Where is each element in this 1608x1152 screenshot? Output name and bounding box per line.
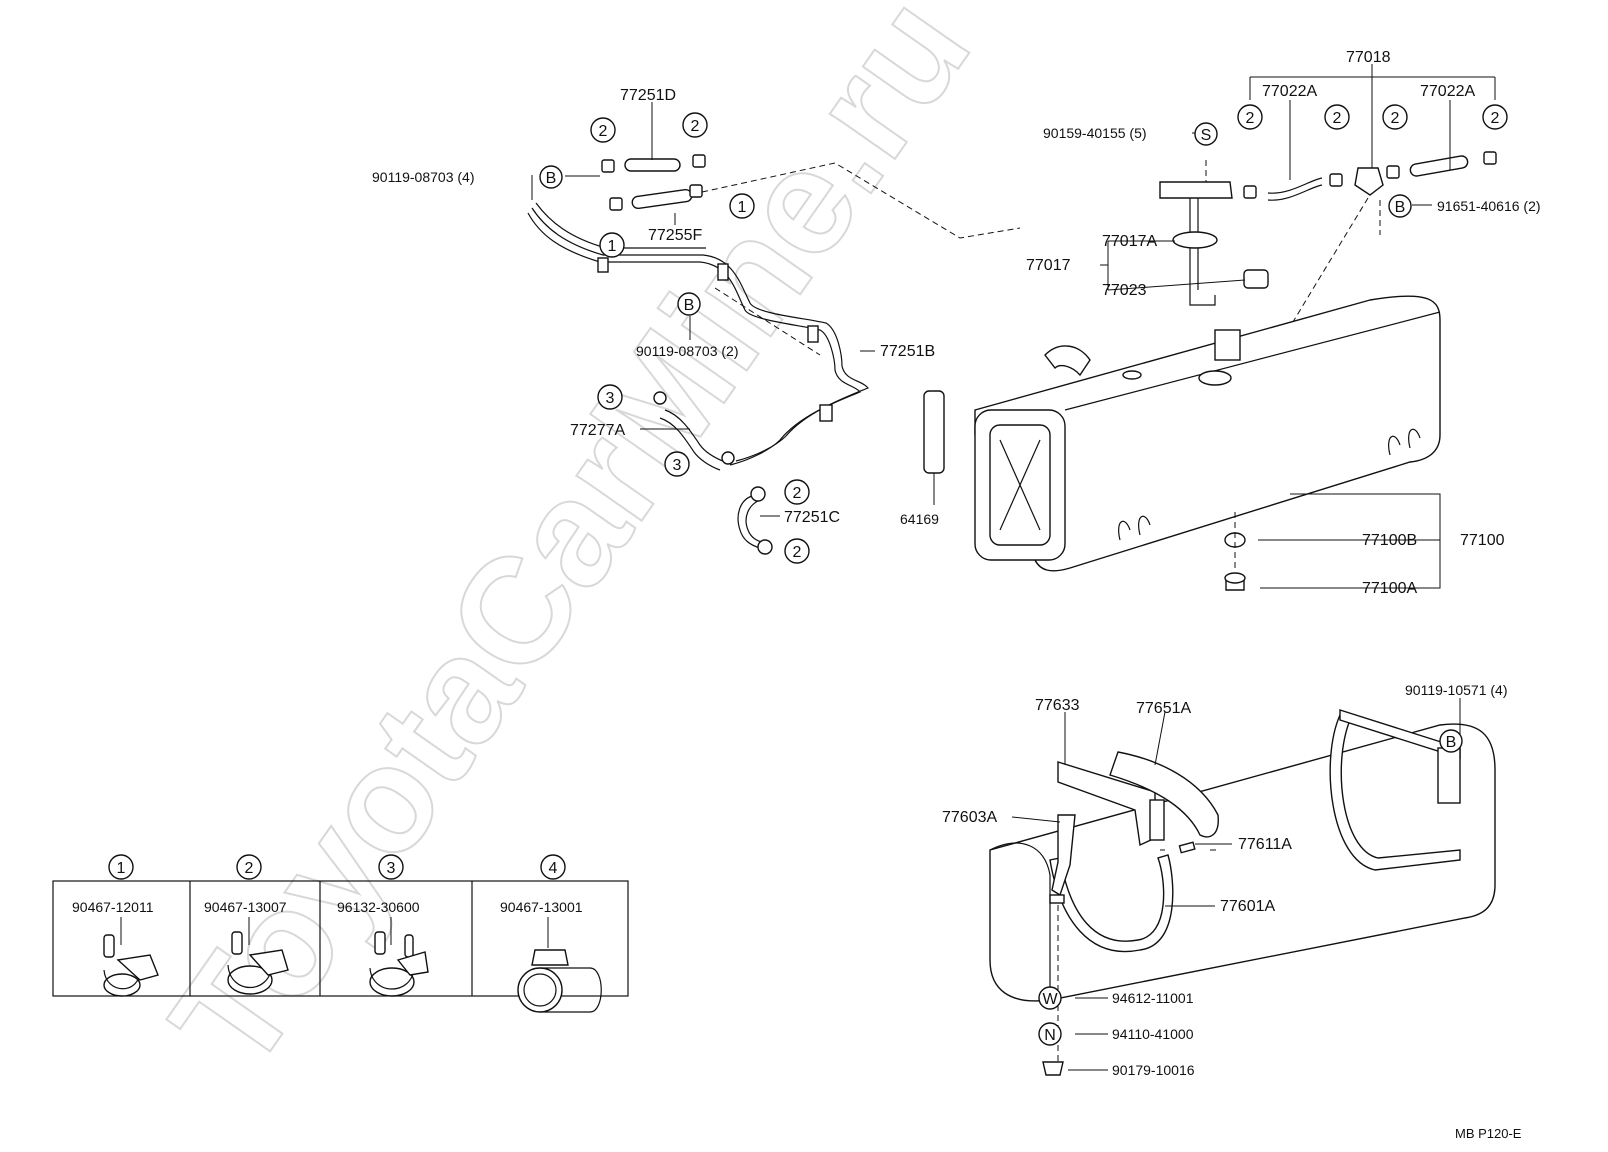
svg-text:B: B xyxy=(546,170,557,187)
label-77251d: 77251D xyxy=(620,87,676,104)
marker-s: S xyxy=(1194,122,1218,146)
label-77018: 77018 xyxy=(1346,49,1391,66)
svg-text:S: S xyxy=(1201,127,1212,144)
clamp-1-part-number: 90467-12011 xyxy=(72,899,154,915)
label-77023: 77023 xyxy=(1102,282,1147,299)
label-77100a: 77100A xyxy=(1362,580,1417,597)
label-77251b: 77251B xyxy=(880,343,935,360)
svg-text:3: 3 xyxy=(387,860,396,877)
marker-n: N xyxy=(1038,1022,1062,1046)
label-90119-08703-2: 90119-08703 (2) xyxy=(636,343,738,359)
svg-text:4: 4 xyxy=(549,860,558,877)
marker-b: B xyxy=(539,165,563,189)
clamp-callout-2: 2 xyxy=(682,112,708,138)
tank-mounting xyxy=(989,709,1496,1076)
watermark: ToyotaCarMine.ru xyxy=(139,0,1002,1098)
clamp-4-part-number: 90467-13001 xyxy=(500,899,583,915)
label-64169: 64169 xyxy=(900,511,939,527)
clamp-callout-1: 1 xyxy=(729,193,755,219)
label-94612-11001: 94612-11001 xyxy=(1112,990,1194,1006)
label-77100: 77100 xyxy=(1460,532,1505,549)
filler-hose-64169 xyxy=(923,390,945,474)
clamp-callout-3: 3 xyxy=(664,451,690,477)
part-labels: 77251D 77255F 90119-08703 (4) 90119-0870… xyxy=(372,49,1541,1141)
svg-text:2: 2 xyxy=(793,485,802,502)
label-77601a: 77601A xyxy=(1220,898,1275,915)
svg-text:1: 1 xyxy=(117,860,126,877)
svg-text:2: 2 xyxy=(1246,110,1255,127)
circle-markers: 2 2 1 1 3 3 2 2 xyxy=(539,104,1508,1046)
footer-code: MB P120-E xyxy=(1455,1126,1522,1141)
label-77633: 77633 xyxy=(1035,697,1080,714)
label-94110-41000: 94110-41000 xyxy=(1112,1026,1194,1042)
svg-text:B: B xyxy=(1395,199,1406,216)
clamp-callout-2: 2 xyxy=(590,117,616,143)
label-77251c: 77251C xyxy=(784,509,840,526)
label-77603a: 77603A xyxy=(942,809,997,826)
label-77277a: 77277A xyxy=(570,422,625,439)
tube-77251d xyxy=(624,158,681,172)
svg-text:2: 2 xyxy=(793,544,802,561)
label-77651a: 77651A xyxy=(1136,700,1191,717)
fuel-tank xyxy=(974,295,1441,591)
gauge-assembly xyxy=(1159,151,1497,341)
svg-text:1: 1 xyxy=(738,199,747,216)
clamp-3-part-number: 96132-30600 xyxy=(337,899,420,915)
marker-w: W xyxy=(1038,986,1062,1010)
clamp-type-2: 2 90467-13007 xyxy=(204,854,289,995)
label-91651-40616: 91651-40616 (2) xyxy=(1437,198,1541,214)
clamp-type-1: 1 90467-12011 xyxy=(72,854,159,997)
svg-text:1: 1 xyxy=(608,238,617,255)
clamp-callout-2: 2 xyxy=(1324,104,1350,130)
clamp-type-4: 4 90467-13001 xyxy=(500,854,602,1013)
leader-lines xyxy=(531,64,1496,1071)
label-90179-10016: 90179-10016 xyxy=(1112,1062,1195,1078)
svg-text:2: 2 xyxy=(599,123,608,140)
svg-text:B: B xyxy=(684,297,695,314)
svg-text:3: 3 xyxy=(673,457,682,474)
clamp-table: 1 90467-12011 2 90467-13007 3 96132-3060… xyxy=(52,854,629,1013)
svg-text:2: 2 xyxy=(245,860,254,877)
clamp-callout-1: 1 xyxy=(599,232,625,258)
clamp-table-frame xyxy=(52,880,629,997)
marker-b: B xyxy=(677,292,701,316)
label-77022a-right: 77022A xyxy=(1420,83,1475,100)
svg-text:2: 2 xyxy=(1391,110,1400,127)
clamp-callout-2: 2 xyxy=(784,479,810,505)
fuel-line-group xyxy=(527,154,1021,555)
svg-text:2: 2 xyxy=(691,118,700,135)
clamp-callout-2: 2 xyxy=(1237,104,1263,130)
clamp-callout-2: 2 xyxy=(1382,104,1408,130)
clamp-callout-2: 2 xyxy=(1482,104,1508,130)
label-77611a: 77611A xyxy=(1238,836,1292,853)
svg-text:W: W xyxy=(1042,991,1058,1008)
label-90119-10571: 90119-10571 (4) xyxy=(1405,682,1507,698)
svg-text:N: N xyxy=(1044,1027,1056,1044)
label-90159-40155: 90159-40155 (5) xyxy=(1043,125,1147,141)
clamp-2-part-number: 90467-13007 xyxy=(204,899,287,915)
clamp-callout-2: 2 xyxy=(784,538,810,564)
svg-text:2: 2 xyxy=(1491,110,1500,127)
label-77017: 77017 xyxy=(1026,257,1071,274)
label-77022a-left: 77022A xyxy=(1262,83,1317,100)
marker-b: B xyxy=(1388,194,1412,218)
svg-text:B: B xyxy=(1446,734,1457,751)
clamp-type-3: 3 96132-30600 xyxy=(337,854,429,997)
label-90119-08703-4: 90119-08703 (4) xyxy=(372,169,474,185)
svg-text:3: 3 xyxy=(606,390,615,407)
tube-77255f xyxy=(631,188,693,210)
marker-b: B xyxy=(1439,729,1463,753)
label-77017a: 77017A xyxy=(1102,233,1157,250)
clamp-callout-3: 3 xyxy=(597,384,623,410)
svg-text:2: 2 xyxy=(1333,110,1342,127)
label-77100b: 77100B xyxy=(1362,532,1417,549)
label-77255f: 77255F xyxy=(648,227,702,244)
